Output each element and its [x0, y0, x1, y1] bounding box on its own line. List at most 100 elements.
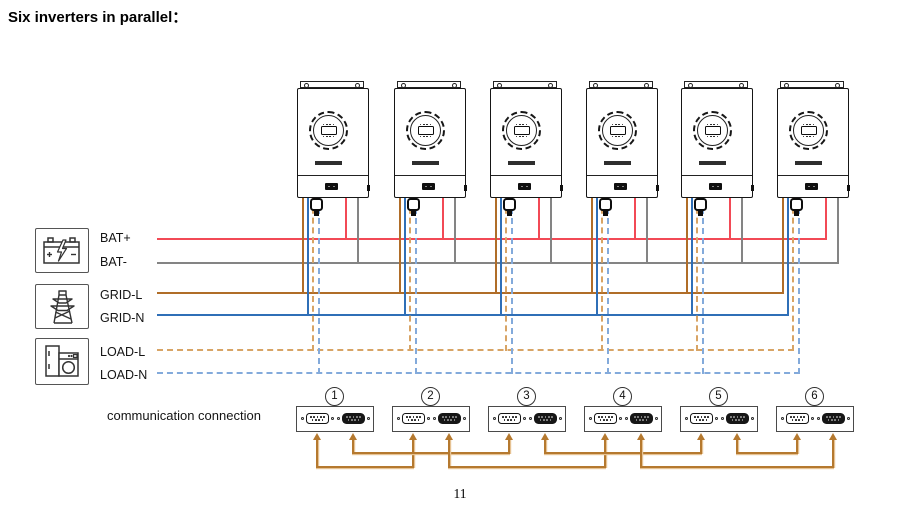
communication-connection-label: communication connection — [107, 408, 261, 423]
load-appliances-icon — [35, 338, 89, 385]
panel-divider — [778, 175, 848, 176]
inverter-wire-grid-n — [500, 198, 502, 316]
lcd-screen — [704, 126, 721, 135]
inverter-display — [602, 115, 633, 146]
bus-label-grid-n: GRID-N — [100, 311, 145, 325]
comm-cable — [832, 440, 834, 468]
lcd-screen — [417, 126, 434, 135]
db9-male-connector — [438, 413, 461, 424]
inverter-unit — [297, 81, 370, 221]
unit-number-badge: 3 — [517, 387, 536, 406]
terminal-port — [614, 183, 627, 190]
screw-icon — [497, 83, 502, 88]
brand-label — [795, 161, 822, 165]
screw-icon — [522, 417, 526, 421]
battery-icon — [35, 228, 89, 273]
comm-unit: 1 — [296, 387, 374, 432]
screw-icon — [714, 417, 718, 421]
comm-arrow-up-icon — [792, 433, 801, 440]
inverter-wire-grid-n — [596, 198, 598, 316]
screw-icon — [401, 83, 406, 88]
inverter-wire-bat-plus — [825, 198, 827, 240]
side-terminal — [463, 185, 467, 191]
inverter-wire-grid-n — [307, 198, 309, 316]
comm-arrow-up-icon — [540, 433, 549, 440]
inverter-wire-load-n — [415, 198, 417, 374]
db9-male-connector — [534, 413, 557, 424]
db9-connector-box — [488, 406, 566, 432]
inverter-body — [681, 88, 754, 198]
inverter-wire-bat-plus — [729, 198, 731, 240]
brand-label — [508, 161, 535, 165]
inverter-wire-load-l — [505, 198, 507, 351]
brand-label — [315, 161, 342, 165]
comm-unit: 4 — [584, 387, 662, 432]
brand-label — [412, 161, 439, 165]
db9-connector-box — [776, 406, 854, 432]
inverter-wire-bat-minus — [837, 198, 839, 264]
screw-icon — [835, 83, 840, 88]
bus-line-grid-l — [157, 292, 784, 294]
bus-label-load-n: LOAD-N — [100, 368, 148, 382]
terminal-port — [422, 183, 435, 190]
bus-label-bat-minus: BAT- — [100, 255, 127, 269]
comm-cable — [544, 452, 702, 454]
comm-cable — [316, 466, 414, 468]
cable-clamp — [407, 198, 420, 216]
inverter-unit — [681, 81, 754, 221]
side-terminal — [750, 185, 754, 191]
side-terminal — [655, 185, 659, 191]
inverter-wire-grid-l — [495, 198, 497, 294]
grid-tower-icon — [35, 284, 89, 329]
screw-icon — [685, 417, 689, 421]
screw-icon — [558, 417, 562, 421]
comm-arrow-up-icon — [312, 433, 321, 440]
brand-label — [604, 161, 631, 165]
inverter-wire-grid-n — [404, 198, 406, 316]
cable-clamp — [694, 198, 707, 216]
display-ring — [789, 111, 828, 150]
panel-divider — [491, 175, 561, 176]
screw-icon — [618, 417, 622, 421]
inverter-wire-grid-l — [302, 198, 304, 294]
comm-cable — [640, 466, 834, 468]
comm-arrow-up-icon — [732, 433, 741, 440]
screw-icon — [433, 417, 437, 421]
inverter-wire-grid-l — [782, 198, 784, 294]
comm-cable — [412, 440, 414, 468]
inverter-wire-bat-plus — [345, 198, 347, 240]
db9-female-connector — [498, 413, 521, 424]
bus-label-bat-plus: BAT+ — [100, 231, 131, 245]
screw-icon — [330, 417, 334, 421]
terminal-port — [709, 183, 722, 190]
unit-number-badge: 5 — [709, 387, 728, 406]
db9-male-connector — [342, 413, 365, 424]
panel-divider — [587, 175, 657, 176]
comm-arrow-up-icon — [828, 433, 837, 440]
mounting-bracket — [397, 81, 461, 88]
mounting-bracket — [300, 81, 364, 88]
unit-number-badge: 4 — [613, 387, 632, 406]
lcd-screen — [800, 126, 817, 135]
screw-icon — [688, 83, 693, 88]
display-ring — [598, 111, 637, 150]
mounting-bracket — [684, 81, 748, 88]
page-title: Six inverters in parallel： — [8, 9, 188, 26]
comm-arrow-up-icon — [636, 433, 645, 440]
cable-clamp — [503, 198, 516, 216]
db9-male-connector — [822, 413, 845, 424]
comm-cable — [352, 452, 510, 454]
bus-line-load-l — [157, 349, 794, 351]
db9-connector-box — [584, 406, 662, 432]
inverter-body — [586, 88, 659, 198]
inverter-body — [490, 88, 563, 198]
inverter-wire-load-l — [792, 198, 794, 351]
inverter-wire-grid-n — [691, 198, 693, 316]
mounting-bracket — [589, 81, 653, 88]
inverter-wire-bat-minus — [550, 198, 552, 264]
comm-cable — [736, 440, 738, 454]
display-ring — [693, 111, 732, 150]
side-terminal — [846, 185, 850, 191]
inverter-wire-grid-l — [399, 198, 401, 294]
inverter-wire-load-l — [312, 198, 314, 351]
